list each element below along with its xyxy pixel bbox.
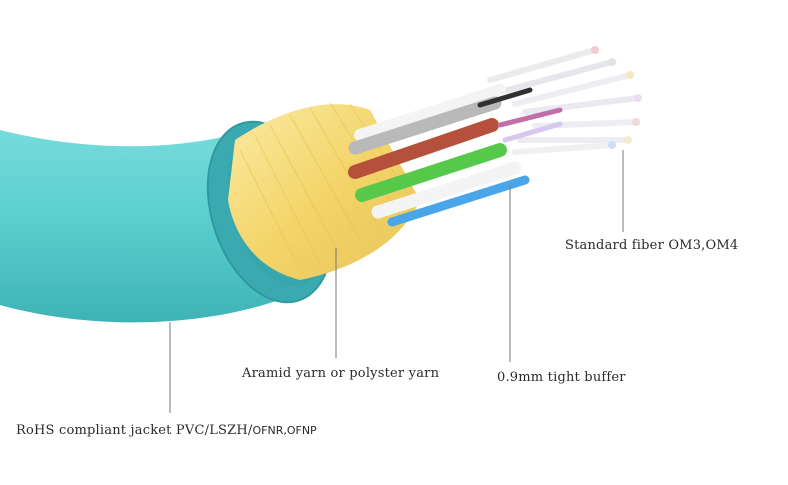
label-jacket-suffix: OFNR,OFNP (252, 424, 317, 437)
buffer-red (348, 118, 499, 179)
label-aramid-yarn: Aramid yarn or polyster yarn (242, 366, 440, 381)
buffer-white-top (354, 84, 506, 141)
buffer-grey (348, 96, 502, 155)
buffer-green (355, 143, 507, 202)
label-jacket-main: RoHS compliant jacket PVC/LSZH/ (16, 423, 253, 438)
buffer-white-mid (371, 161, 522, 219)
bare-fibers (487, 46, 642, 155)
label-jacket: RoHS compliant jacket PVC/LSZH/OFNR,OFNP (16, 423, 317, 438)
buffer-blue (387, 175, 530, 227)
tight-buffer-fibers (348, 84, 563, 227)
label-tight-buffer: 0.9mm tight buffer (497, 370, 626, 385)
label-standard-fiber: Standard fiber OM3,OM4 (565, 238, 739, 253)
